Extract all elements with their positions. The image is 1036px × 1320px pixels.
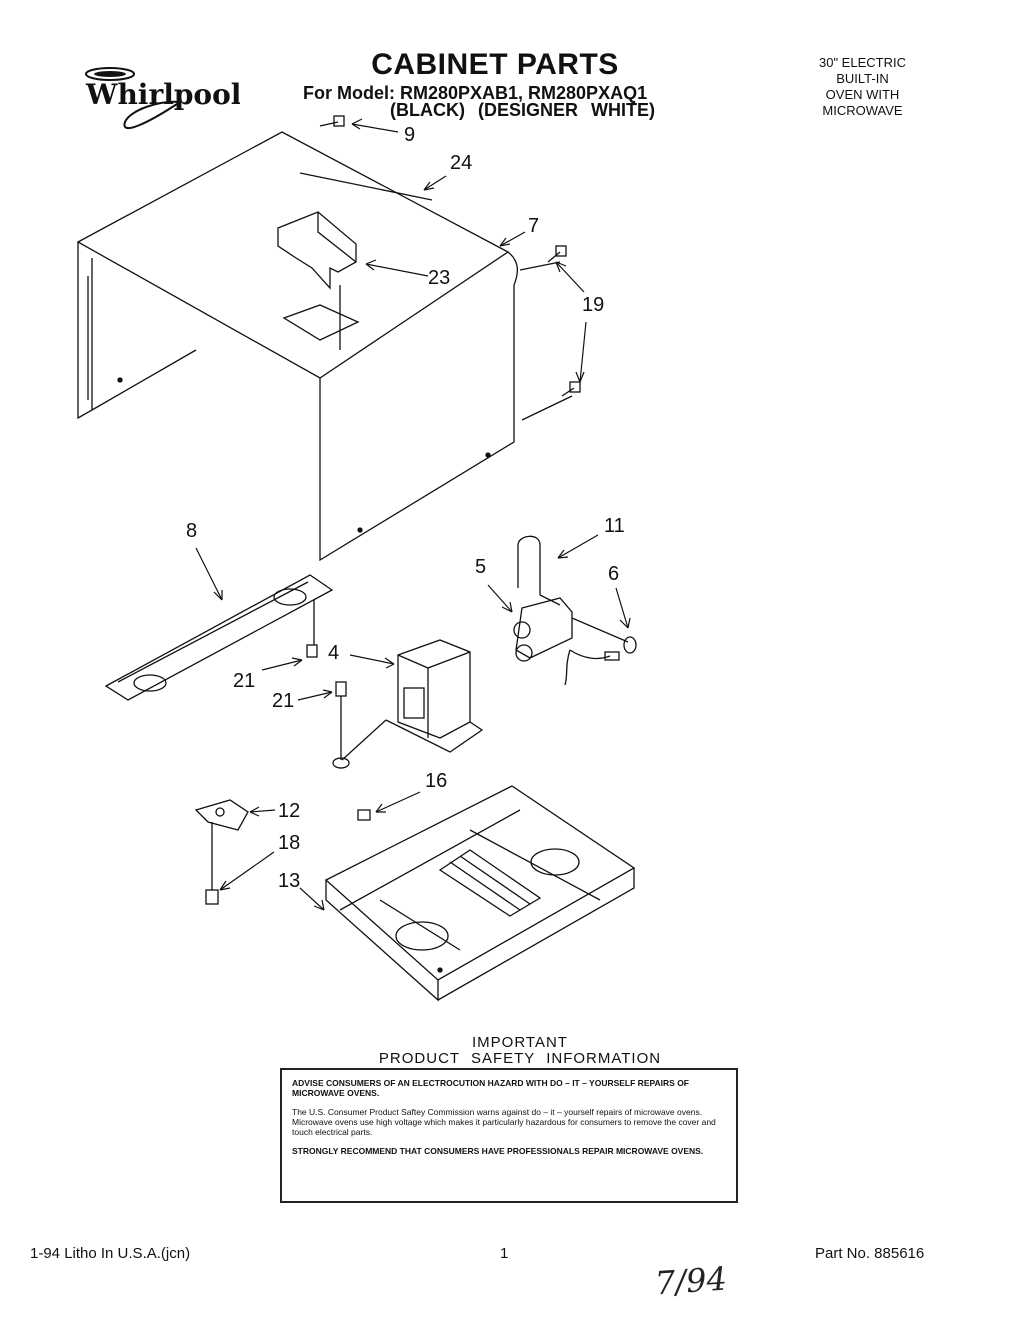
screw-21a [306, 644, 318, 658]
callout-19: 19 [582, 294, 605, 316]
callout-23: 23 [428, 267, 451, 289]
exploded-parts-diagram [76, 115, 637, 1002]
callout-8: 8 [186, 520, 198, 542]
model-line: For Model: RM280PXAB1, RM280PXAQ1 [303, 83, 648, 103]
screw-9 [319, 115, 345, 127]
product-line: MICROWAVE [822, 103, 903, 118]
screw-19a [547, 245, 567, 263]
nut-16 [357, 809, 371, 821]
capacitor-assembly [513, 535, 637, 686]
callout-18: 18 [278, 832, 301, 854]
base-plate-13 [324, 785, 636, 1002]
safety-recommendation: STRONGLY RECOMMEND THAT CONSUMERS HAVE P… [292, 1146, 704, 1156]
callout-7: 7 [528, 215, 540, 237]
handwritten-date: 7/94 [653, 1259, 729, 1303]
whirlpool-logo: Whirlpool [70, 62, 241, 140]
callout-12: 12 [278, 800, 301, 822]
model-variants: (BLACK) (DESIGNER WHITE) [390, 100, 655, 120]
callout-13: 13 [278, 870, 301, 892]
safety-heading-line2: PRODUCT SAFETY INFORMATION [378, 1050, 662, 1067]
callout-5: 5 [475, 556, 487, 578]
leader-arrows [195, 118, 631, 911]
cabinet-wrapper [76, 131, 519, 562]
callout-11: 11 [604, 515, 625, 537]
callout-16: 16 [425, 770, 448, 792]
callout-9: 9 [404, 124, 416, 146]
litho-note: 1-94 Litho In U.S.A.(jcn) [30, 1245, 191, 1262]
callout-4: 4 [328, 642, 340, 664]
page-title: CABINET PARTS [371, 48, 619, 81]
callout-24: 24 [450, 152, 473, 174]
safety-heading: IMPORTANT PRODUCT SAFETY INFORMATION [330, 1035, 710, 1067]
product-line: BUILT-IN [836, 71, 889, 86]
page-number: 1 [500, 1245, 509, 1262]
callout-21a: 21 [233, 670, 256, 692]
product-description: 30" ELECTRIC BUILT-IN OVEN WITH MICROWAV… [800, 55, 925, 119]
safety-box: ADVISE CONSUMERS OF AN ELECTROCUTION HAZ… [280, 1068, 738, 1203]
transformer-4 [341, 639, 484, 761]
callout-21b: 21 [272, 690, 295, 712]
product-line: OVEN WITH [825, 87, 900, 102]
bracket-23 [277, 211, 357, 350]
safety-warning: ADVISE CONSUMERS OF AN ELECTROCUTION HAZ… [292, 1078, 690, 1098]
callout-6: 6 [608, 563, 620, 585]
screw-19b [561, 381, 581, 397]
safety-detail: The U.S. Consumer Product Saftey Commiss… [292, 1107, 716, 1137]
bracket-12 [194, 799, 249, 905]
rail-8 [104, 574, 334, 701]
product-line: 30" ELECTRIC [819, 55, 906, 70]
screw-21b [332, 681, 350, 769]
safety-heading-line1: IMPORTANT [472, 1034, 568, 1051]
part-number: Part No. 885616 [815, 1245, 925, 1262]
svg-text:Whirlpool: Whirlpool [85, 78, 240, 111]
